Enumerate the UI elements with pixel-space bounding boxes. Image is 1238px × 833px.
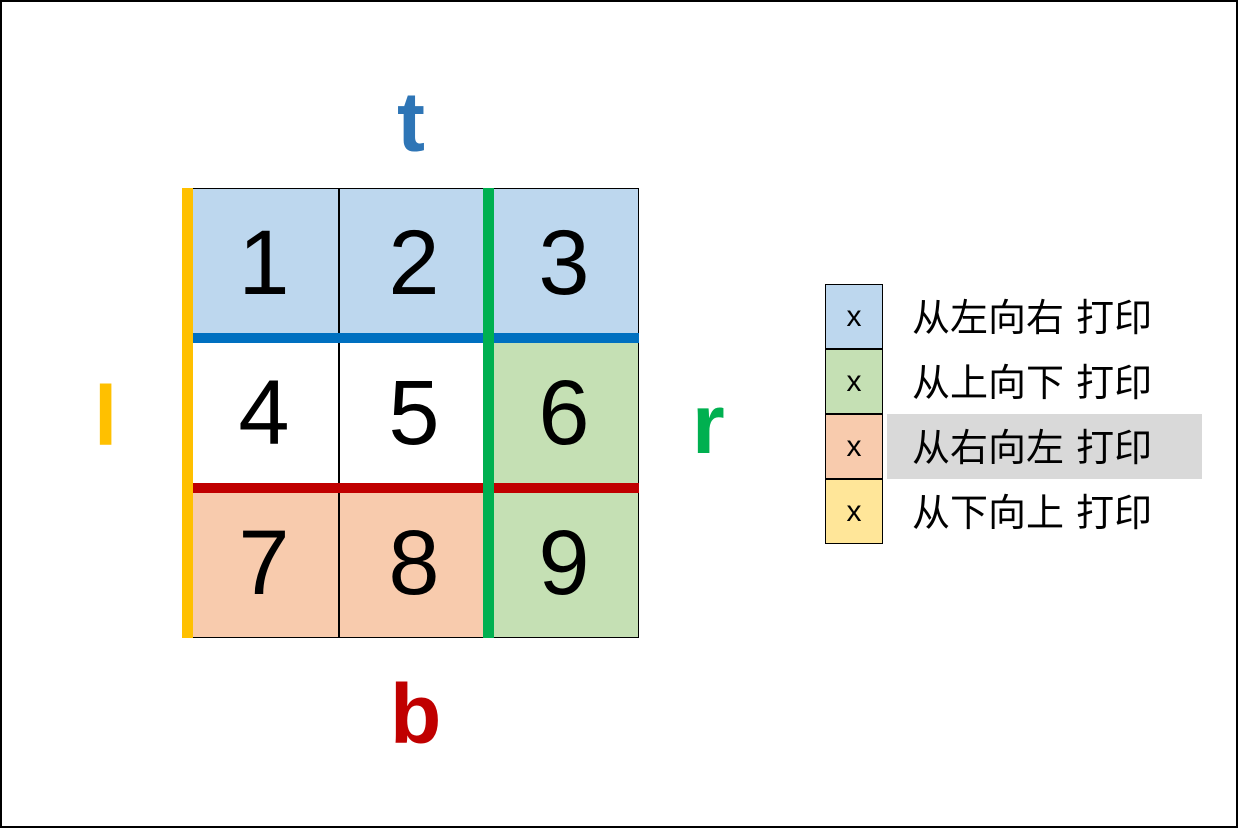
matrix-cell: 7 [189, 488, 339, 638]
matrix-cell: 1 [189, 188, 339, 338]
right-boundary-label: r [692, 377, 725, 471]
matrix-cell: 5 [339, 338, 489, 488]
matrix-cell: 4 [189, 338, 339, 488]
matrix-cell: 9 [489, 488, 639, 638]
legend-swatch: x [825, 479, 883, 544]
matrix-cell: 2 [339, 188, 489, 338]
left-boundary-label: l [94, 369, 118, 463]
matrix-cell: 6 [489, 338, 639, 488]
top-boundary-line [189, 333, 639, 343]
legend-label: 从左向右 打印 [912, 296, 1153, 340]
right-boundary-line [483, 188, 494, 638]
legend-swatch: x [825, 349, 883, 414]
left-boundary-line [182, 188, 193, 638]
legend-highlight [887, 414, 1202, 479]
legend-label: 从下向上 打印 [912, 491, 1153, 535]
matrix-cell: 3 [489, 188, 639, 338]
matrix-cell: 8 [339, 488, 489, 638]
legend-label: 从右向左 打印 [912, 426, 1153, 470]
legend-swatch: x [825, 284, 883, 349]
legend-label: 从上向下 打印 [912, 361, 1153, 405]
bottom-boundary-line [189, 483, 639, 493]
legend-swatch: x [825, 414, 883, 479]
top-boundary-label: t [397, 75, 425, 169]
bottom-boundary-label: b [390, 667, 442, 761]
